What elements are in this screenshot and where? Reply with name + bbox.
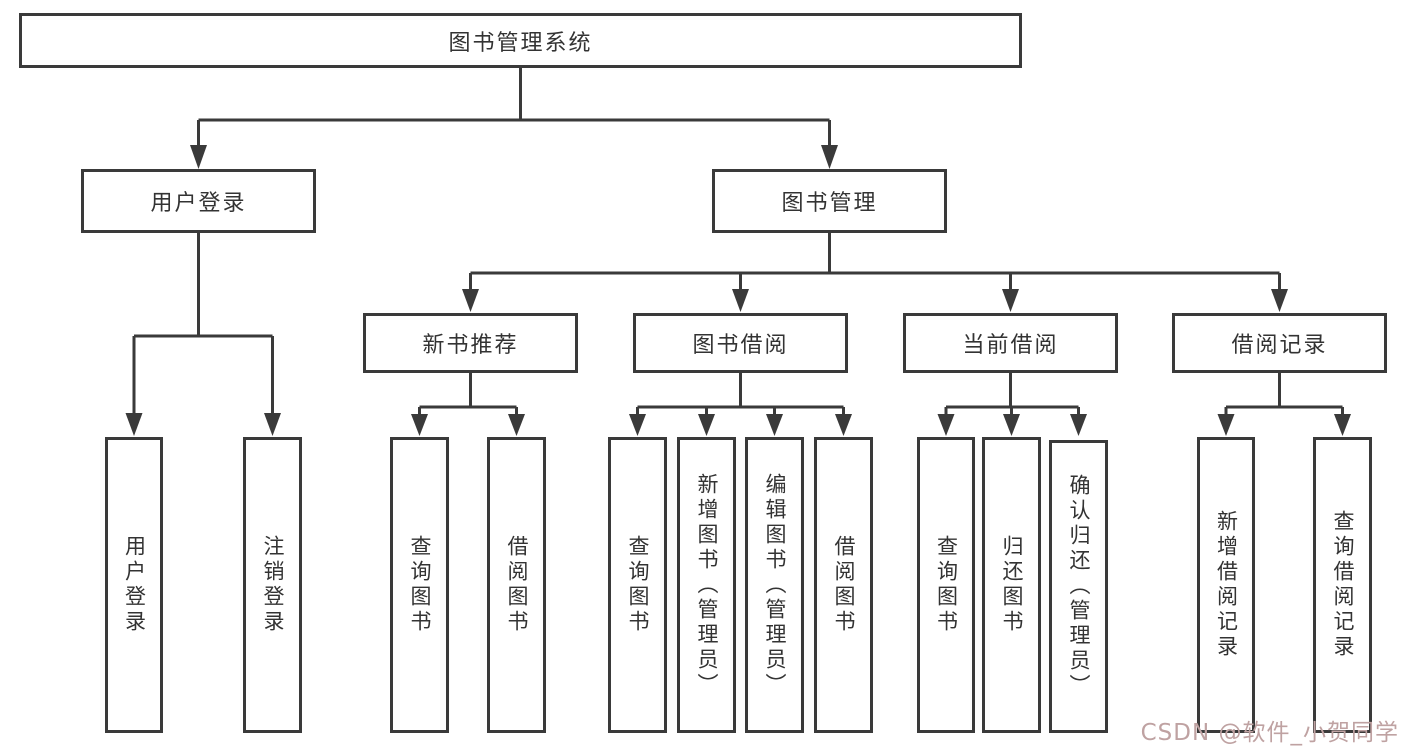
leaf-newbooks-borrow-books: 借阅图书 bbox=[487, 437, 546, 733]
arrowhead-icons bbox=[125, 145, 1351, 436]
node-user-login: 用户登录 bbox=[81, 169, 316, 233]
node-root-system: 图书管理系统 bbox=[19, 13, 1022, 68]
leaf-borrowing-query-books: 查询图书 bbox=[608, 437, 667, 733]
node-new-book-recommend: 新书推荐 bbox=[363, 313, 578, 373]
node-book-borrowing: 图书借阅 bbox=[633, 313, 848, 373]
leaf-borrowing-add-books-admin: 新增图书（管理员） bbox=[677, 437, 736, 733]
leaf-user-login: 用户登录 bbox=[105, 437, 163, 733]
leaf-current-return-books: 归还图书 bbox=[982, 437, 1041, 733]
leaf-current-query-books: 查询图书 bbox=[917, 437, 975, 733]
leaf-records-add-loan-record: 新增借阅记录 bbox=[1197, 437, 1255, 733]
node-loan-records: 借阅记录 bbox=[1172, 313, 1387, 373]
leaf-logout: 注销登录 bbox=[243, 437, 302, 733]
csdn-watermark: CSDN @软件_小贺同学 bbox=[1140, 720, 1399, 746]
node-book-management: 图书管理 bbox=[712, 169, 947, 233]
leaf-current-confirm-return-admin: 确认归还（管理员） bbox=[1049, 440, 1108, 733]
node-current-loans: 当前借阅 bbox=[903, 313, 1118, 373]
leaf-borrowing-borrow-books: 借阅图书 bbox=[814, 437, 873, 733]
leaf-borrowing-edit-books-admin: 编辑图书（管理员） bbox=[745, 437, 804, 733]
leaf-records-query-loan-record: 查询借阅记录 bbox=[1313, 437, 1372, 733]
leaf-newbooks-query-books: 查询图书 bbox=[390, 437, 449, 733]
